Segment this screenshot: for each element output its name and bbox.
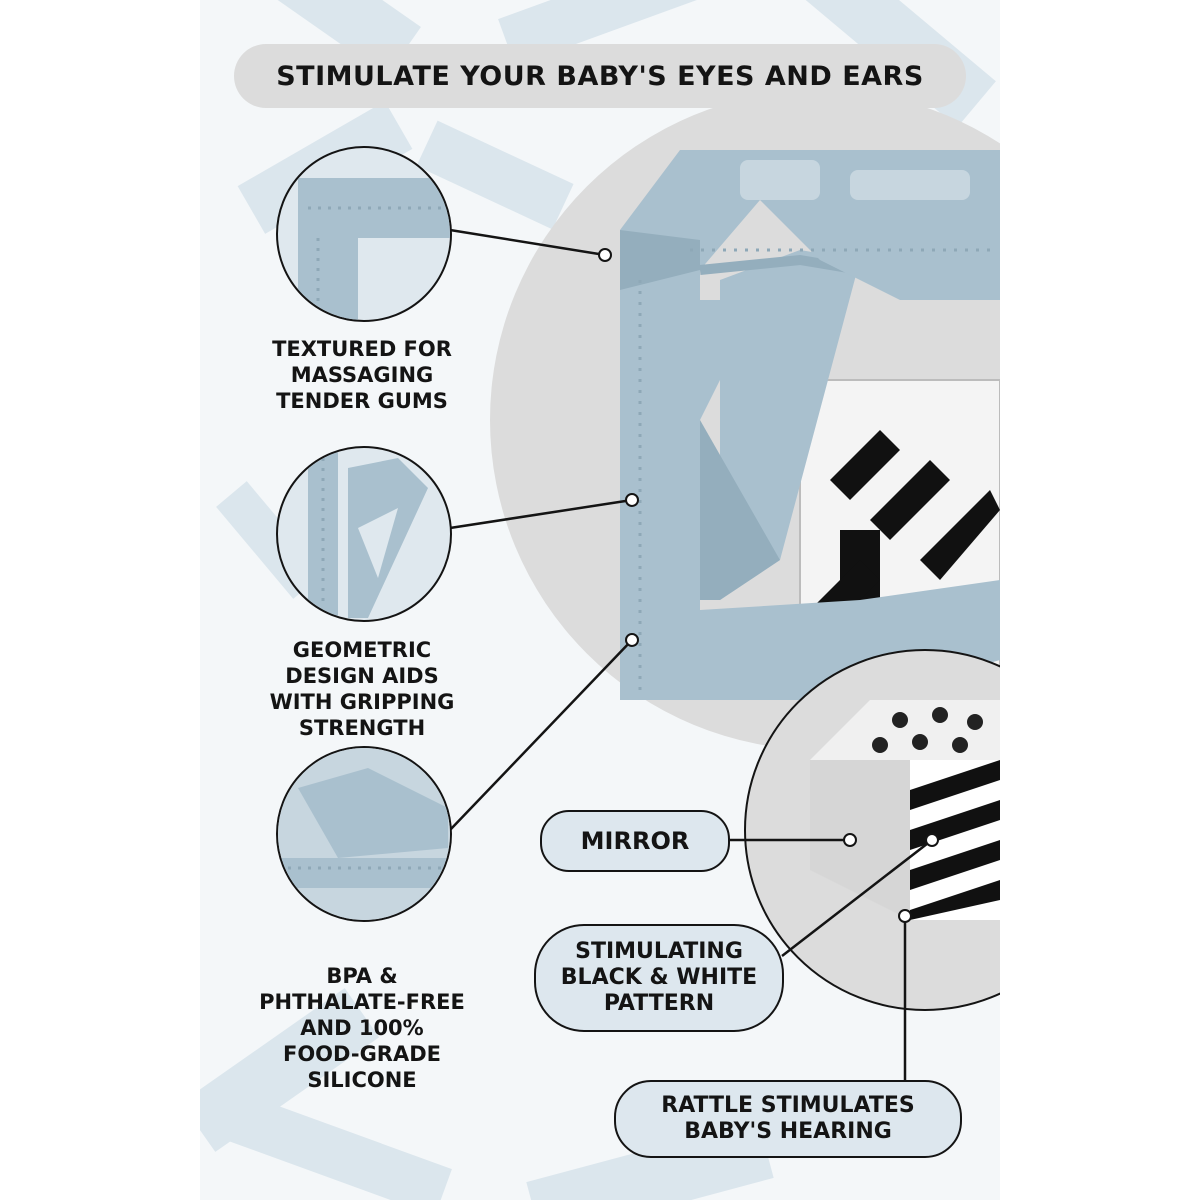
feature-label-geometric: GEOMETRIC DESIGN AIDS WITH GRIPPING STRE… [269, 638, 455, 740]
feature-label-silicone: BPA & PHTHALATE-FREE AND 100% FOOD-GRADE… [259, 964, 465, 1092]
callout-mirror: MIRROR [540, 810, 730, 872]
silicone-closeup-icon [276, 746, 452, 922]
title-pill: STIMULATE YOUR BABY'S EYES AND EARS [234, 44, 966, 108]
callout-pattern: STIMULATING BLACK & WHITE PATTERN [534, 924, 784, 1032]
anchor-dots [598, 248, 939, 923]
geometric-design-closeup-icon [276, 446, 452, 622]
gum-texture-closeup-icon [276, 146, 452, 322]
page-title: STIMULATE YOUR BABY'S EYES AND EARS [276, 60, 924, 92]
rattle-cube [810, 700, 1000, 920]
leader-lines [449, 228, 933, 1082]
silicone-cube-frame [620, 150, 1000, 700]
feature-label-textured: TEXTURED FOR MASSAGING TENDER GUMS [272, 337, 452, 413]
callout-rattle: RATTLE STIMULATES BABY'S HEARING [614, 1080, 962, 1158]
